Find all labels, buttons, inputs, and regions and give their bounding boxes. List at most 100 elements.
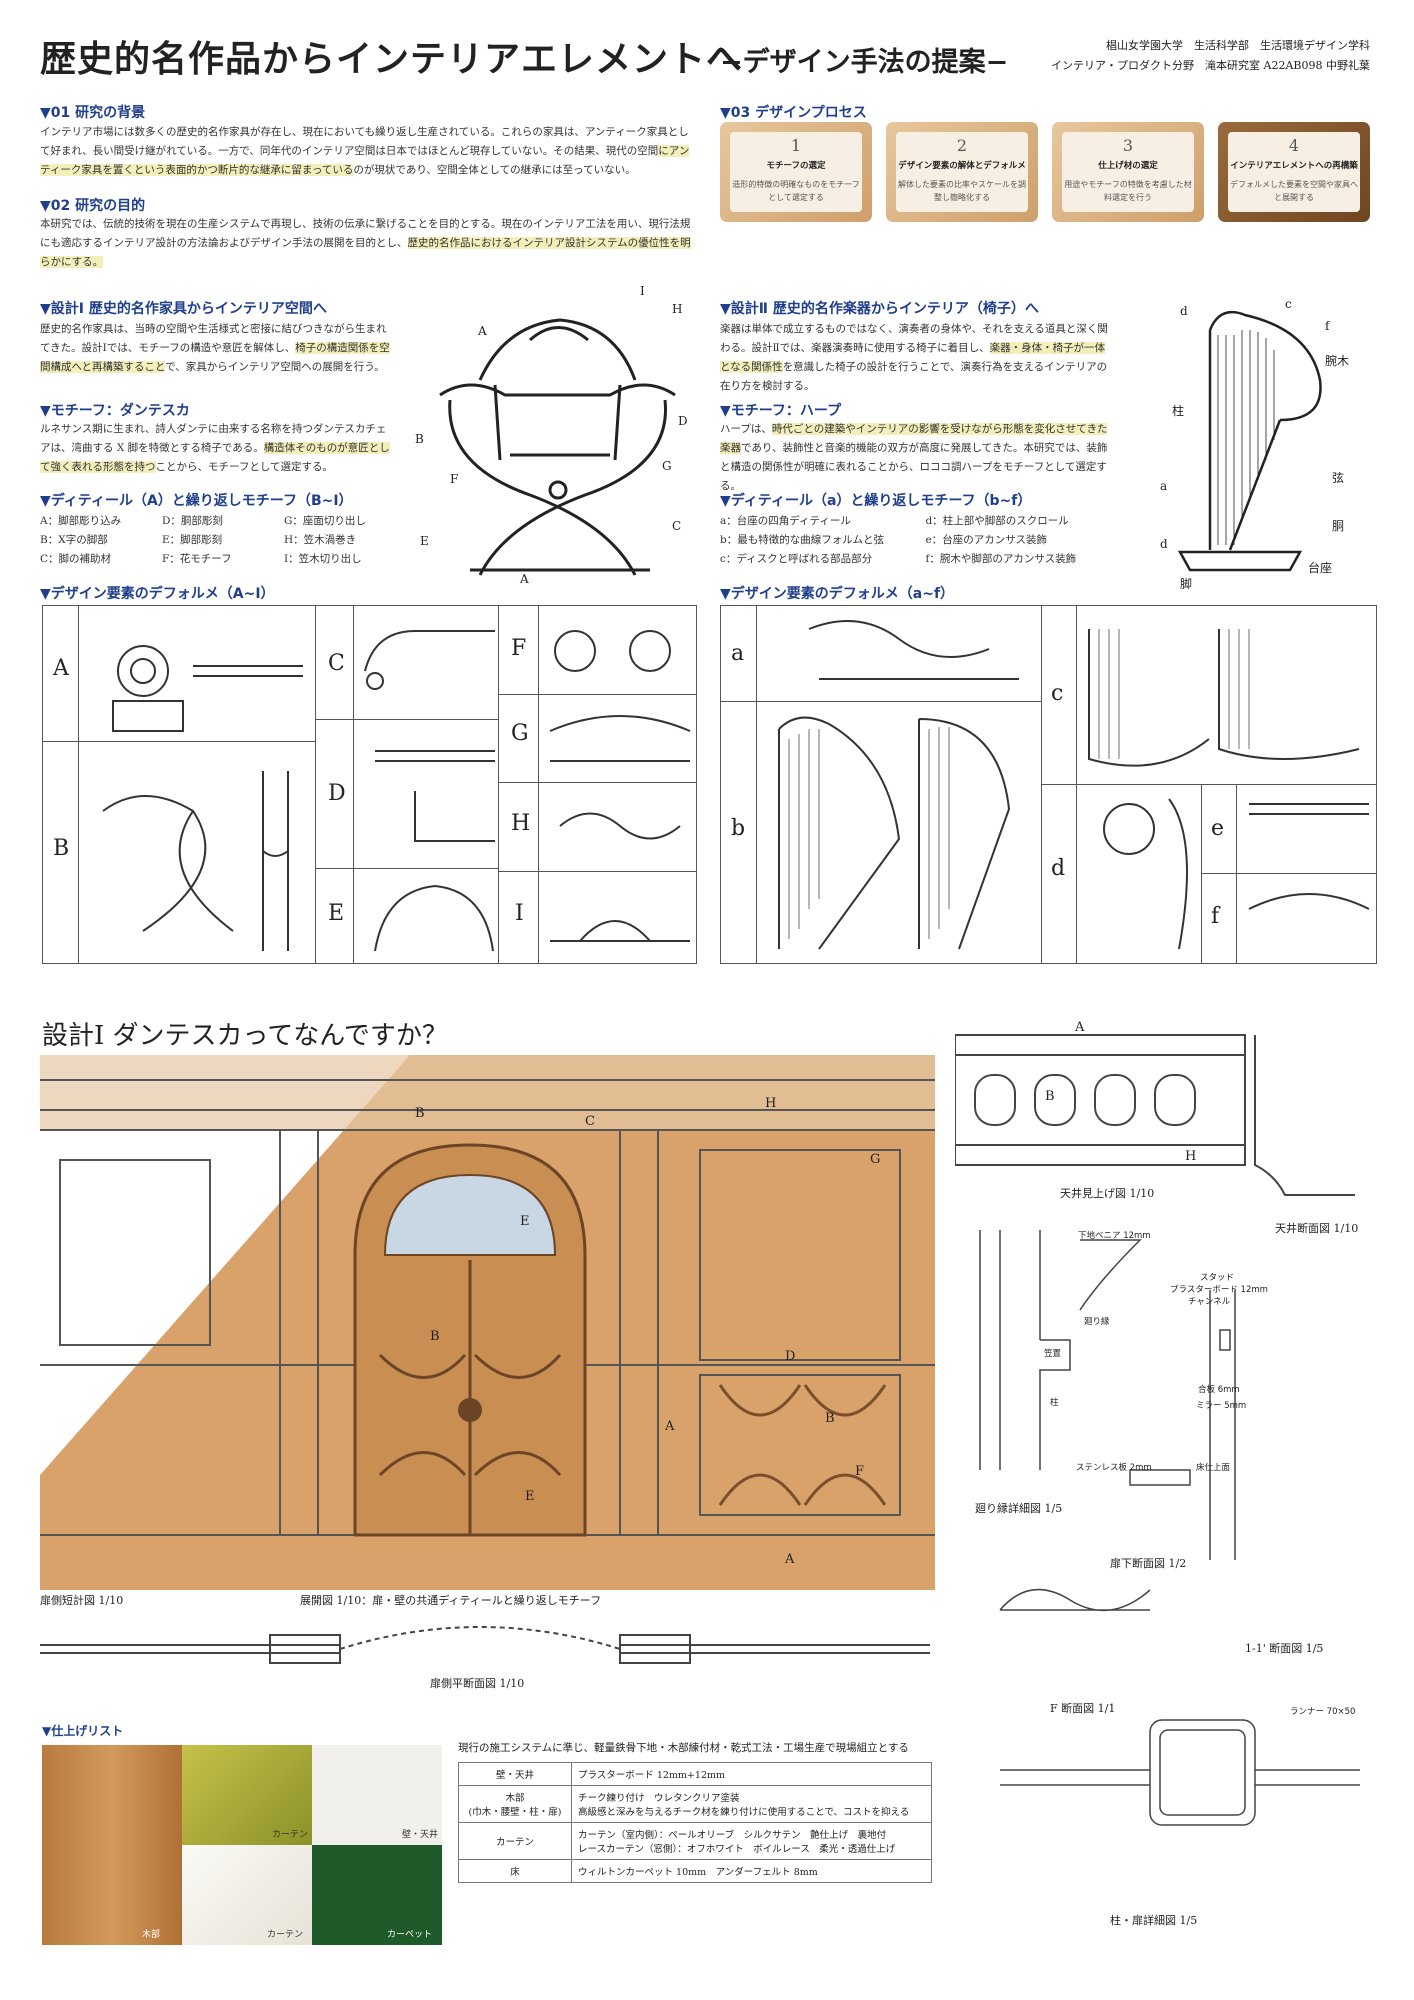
detail-item: I：笠木切り出し [284, 553, 362, 565]
sec02-body: 本研究では、伝統的技術を現在の生産システムで再現し、技術の伝承に繋げることを目的… [40, 215, 695, 272]
table-row: 木部 (巾木・腰壁・柱・扉)チーク練り付け ウレタンクリア塗装 高級感と深みを与… [458, 1785, 932, 1823]
design2-body: 楽器は単体で成立するものではなく、演奏者の身体や、それを支える道具と深く関わる。… [720, 320, 1115, 396]
deform-letter: E [328, 901, 345, 926]
swatch-label: カーテン [267, 1930, 304, 1940]
finish-spec: カーテン（室内側）：ペールオリーブ シルクサテン 艶仕上げ 裏地付 レースカーテ… [571, 1822, 932, 1860]
design1-detail-heading: ▼ディティール（A）と繰り返しモチーフ（B~I） [40, 493, 353, 509]
detail-item: F：花モチーフ [162, 553, 232, 565]
process-step-3: 3 仕上げ材の選定 用途やモチーフの特徴を考慮した材料選定を行う [1052, 122, 1204, 222]
process-step-4: 4 インテリアエレメントへの再構築 デフォルメした要素を空間や家具へと展開する [1218, 122, 1370, 222]
swatch-label: カーペット [387, 1930, 433, 1940]
finish-spec: プラスターボード 12mm+12mm [571, 1762, 932, 1786]
deform-letter: a [731, 641, 745, 666]
ceiling-label: A [1074, 1020, 1085, 1035]
dantesca-chair-illustration: I H A D B G F C E A [415, 285, 688, 585]
detail-item: B：X字の脚部 [40, 534, 108, 546]
detail-item: D：胴部彫刻 [162, 515, 223, 527]
chair-label: G [662, 459, 672, 473]
deform-letter: G [511, 721, 529, 746]
motif-text: ルネサンス期に生まれ、詩人ダンテに由来する名称を持つダンテスカチェアは、湾曲する… [40, 423, 387, 454]
swatch-wood [42, 1745, 182, 1945]
deform-sketches-c-e [364, 630, 495, 952]
bottom-heading: 設計Ⅰ ダンテスカってなんですか？ [42, 1021, 448, 1051]
design1-body: 歴史的名作家具は、当時の空間や生活様式と密接に結びつきながら生まれてきた。設計Ⅰ… [40, 320, 395, 377]
detail-item: E：脚部彫刻 [162, 534, 223, 546]
detail-note: チャンネル [1188, 1297, 1231, 1307]
detail-item: b：最も特徴的な曲線フォルムと弦 [720, 534, 885, 546]
sec03-heading: ▼03 デザインプロセス [720, 105, 867, 121]
elev-label: F [855, 1464, 864, 1479]
detail-item: e：台座のアカンサス装飾 [925, 534, 1048, 546]
ceiling-label: H [1185, 1149, 1196, 1164]
deform-letter: f [1211, 904, 1220, 929]
design2-text: 楽器は単体で成立するものではなく、演奏者の身体や、それを支える道具と深く関わる。… [720, 323, 1108, 354]
detail-item: a：台座の四角ディティール [720, 515, 851, 527]
caption-elevation: 展開図 1/10：扉・壁の共通ディティールと繰り返しモチーフ [300, 1594, 602, 1607]
deform-sketches-f-i [549, 630, 691, 942]
chair-label: F [450, 472, 458, 486]
caption-plan: 扉側平断面図 1/10 [430, 1677, 525, 1690]
step-desc: 造形的特徴の明確なものをモチーフとして選定する [732, 180, 860, 202]
sec02-heading: ▼02 研究の目的 [40, 198, 146, 214]
deform-letter: B [53, 836, 70, 861]
swatch-olive-curtain [182, 1745, 312, 1845]
finish-swatches: 木部 カーテン 壁・天井 カーテン カーペット [42, 1745, 442, 1945]
sec02-text: 本研究では、伝統的技術を現在の生産システムで再現し、技術の伝承に繋げることを目的… [40, 218, 691, 249]
detail-item: A：脚部彫り込み [40, 515, 122, 527]
motif-text: ハープは、 [720, 423, 772, 435]
design1-deform-grid: A B C D E F G H I [42, 605, 697, 964]
chair-label: D [678, 414, 688, 428]
design1-motif-heading: ▼モチーフ：ダンテスカ [40, 403, 190, 419]
finish-part: 壁・天井 [458, 1762, 572, 1786]
detail-note: 下地ベニア 12mm [1078, 1230, 1151, 1241]
construction-details: 下地ベニア 12mm スタッド プラスターボード 12mm チャンネル 合板 6… [979, 1230, 1360, 1826]
finish-spec: チーク練り付け ウレタンクリア塗装 高級感と深みを与えるチーク材を練り付けに使用… [571, 1785, 932, 1823]
step-desc: 解体した要素の比率やスケールを調整し簡略化する [898, 180, 1026, 202]
step-title: モチーフの選定 [766, 161, 826, 171]
finish-note: 現行の施工システムに準じ、軽量鉄骨下地・木部練付材・乾式工法・工場生産で現場組立… [458, 1742, 909, 1754]
ceiling-label: B [1045, 1089, 1055, 1104]
swatch-label: 木部 [142, 1930, 161, 1940]
design1-heading: ▼設計Ⅰ 歴史的名作家具からインテリア空間へ [40, 301, 327, 317]
swatch-wall [312, 1745, 442, 1845]
detail-note: 柱 [1050, 1397, 1059, 1408]
harp-label: 脚 [1180, 576, 1192, 590]
step-title: インテリアエレメントへの再構築 [1230, 161, 1358, 171]
harp-label: 胴 [1332, 519, 1344, 533]
detail-note: 合板 6mm [1198, 1384, 1240, 1395]
swatch-carpet [312, 1845, 442, 1945]
design1-detail-list: A：脚部彫り込み B：X字の脚部 C：脚の補助材 D：胴部彫刻 E：脚部彫刻 F… [40, 512, 395, 569]
design1-tail: で、家具からインテリア空間への展開を行う。 [165, 361, 385, 373]
swatch-label: カーテン [272, 1830, 309, 1840]
elev-label: B [430, 1329, 440, 1344]
caption-ceiling-up: 天井見上げ図 1/10 [1060, 1187, 1155, 1200]
sec01-tail: のが現状であり、空間全体としての継承には至っていない。 [353, 164, 636, 176]
detail-item: G：座面切り出し [284, 515, 366, 527]
step-number: 3 [1122, 136, 1134, 155]
process-step-2: 2 デザイン要素の解体とデフォルメ 解体した要素の比率やスケールを調整し簡略化す… [886, 122, 1038, 222]
step-number: 1 [790, 136, 802, 155]
detail-note: ランナー 70×50 [1290, 1707, 1355, 1717]
detail-note: 床仕上面 [1196, 1462, 1231, 1473]
caption-mawari: 廻り縁詳細図 1/5 [975, 1502, 1063, 1515]
harp-label: d [1180, 304, 1188, 318]
chair-label: C [672, 519, 681, 533]
elev-label: A [664, 1419, 675, 1434]
swatch-label: 壁・天井 [402, 1830, 439, 1840]
ceiling-drawings: A B H [955, 1020, 1355, 1196]
detail-note: ミラー 5mm [1196, 1401, 1246, 1411]
elev-label: D [785, 1349, 795, 1364]
harp-label: 腕木 [1325, 353, 1349, 368]
deform-letter: F [511, 636, 527, 661]
harp-illustration: d c f 腕木 柱 a 弦 胴 d 台座 脚 [1160, 297, 1349, 590]
sec01-heading: ▼01 研究の背景 [40, 105, 146, 121]
affiliation-line2: インテリア・プロダクト分野 滝本研究室 A22AB098 中野礼葉 [1051, 59, 1370, 72]
motif-tail: ことから、モチーフとして選定する。 [155, 461, 334, 473]
elev-label: B [825, 1411, 835, 1426]
deform-letter: C [328, 651, 345, 676]
design2-motif-body: ハープは、時代ごとの建築やインテリアの影響を受けながら形態を変化させてきた楽器で… [720, 420, 1115, 496]
plan-section-drawing [40, 1626, 930, 1664]
finish-part: カーテン [458, 1822, 572, 1860]
elev-label: E [520, 1214, 530, 1229]
harp-label: 弦 [1332, 470, 1344, 485]
